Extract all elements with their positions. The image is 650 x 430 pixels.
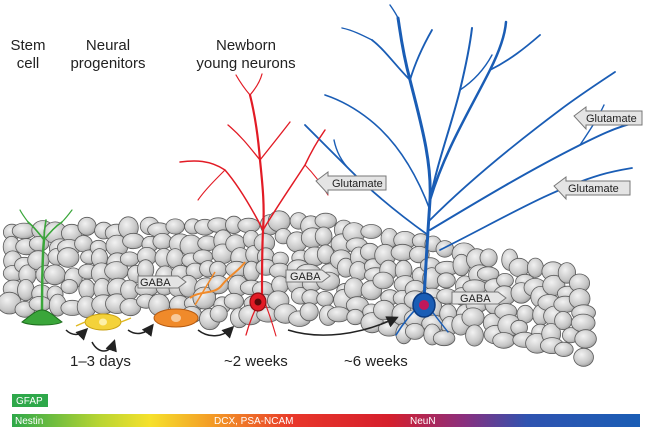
granule-cell (119, 251, 140, 267)
granule-cell (527, 257, 544, 278)
granule-cell (43, 264, 66, 286)
granule-cell (554, 311, 573, 331)
svg-text:Glutamate: Glutamate (568, 183, 619, 195)
granule-cell (299, 302, 319, 322)
gfap-label: GFAP (16, 396, 43, 407)
granule-cell (60, 279, 79, 295)
granule-cell (327, 306, 351, 323)
granule-cell (343, 277, 365, 300)
gfap-bar (12, 394, 48, 407)
granule-cell-layer (0, 210, 597, 367)
granule-cell (436, 272, 456, 289)
granule-cell (56, 247, 80, 268)
granule-cell (314, 226, 333, 247)
granule-cell (479, 248, 498, 268)
glutamate-arrow-2: Glutamate (573, 106, 643, 131)
yellow-progenitor (75, 313, 132, 331)
granule-cell (554, 341, 574, 357)
svg-text:GABA: GABA (460, 293, 491, 305)
granule-cell (574, 329, 597, 349)
glutamate-arrow-1: Glutamate (315, 171, 387, 196)
granule-cell (570, 313, 596, 333)
granule-cell (223, 292, 244, 310)
svg-text:GABA: GABA (140, 277, 171, 289)
timeline-1-3-days: 1–3 days (70, 353, 131, 370)
dcx-label: DCX, PSA-NCAM (214, 416, 293, 427)
granule-cell (573, 347, 594, 367)
mature-neuron-nucleus (419, 300, 429, 310)
granule-cell (17, 278, 35, 302)
granule-cell (77, 216, 97, 236)
orange-progenitor (153, 261, 246, 328)
granule-cell (360, 224, 383, 239)
marker-gradient-bar (12, 414, 640, 427)
glutamate-arrow-3: Glutamate (553, 176, 631, 201)
granule-cell (267, 210, 291, 233)
granule-cell (152, 233, 173, 250)
granule-cell (372, 271, 394, 290)
stem-cell-soma (21, 309, 63, 326)
granule-cell (209, 305, 228, 323)
gaba-label-1: GABA (137, 275, 187, 289)
granule-cell (465, 324, 484, 347)
granule-cell (435, 240, 455, 258)
gaba-label-3: GABA (451, 291, 507, 305)
granule-cell (122, 232, 145, 250)
gaba-label-2: GABA (285, 269, 331, 283)
granule-cell (492, 332, 516, 349)
granule-cell (432, 330, 456, 347)
granule-cell (74, 235, 93, 253)
transition-arrows (65, 316, 399, 353)
svg-text:GABA: GABA (290, 271, 321, 283)
svg-text:Glutamate: Glutamate (586, 113, 637, 125)
granule-cell (373, 299, 396, 321)
granule-cell (165, 218, 185, 235)
svg-text:Glutamate: Glutamate (332, 178, 383, 190)
neun-label: NeuN (410, 416, 436, 427)
nestin-label: Nestin (15, 416, 43, 427)
granule-cell (461, 307, 485, 328)
granule-cell (404, 322, 425, 340)
timeline-6-weeks: ~6 weeks (344, 353, 408, 370)
granule-cell (316, 290, 334, 307)
granule-cell (314, 212, 337, 229)
granule-cell (408, 246, 430, 264)
granule-cell (508, 257, 530, 278)
young-neuron-nucleus (254, 298, 262, 306)
timeline-2-weeks: ~2 weeks (224, 353, 288, 370)
